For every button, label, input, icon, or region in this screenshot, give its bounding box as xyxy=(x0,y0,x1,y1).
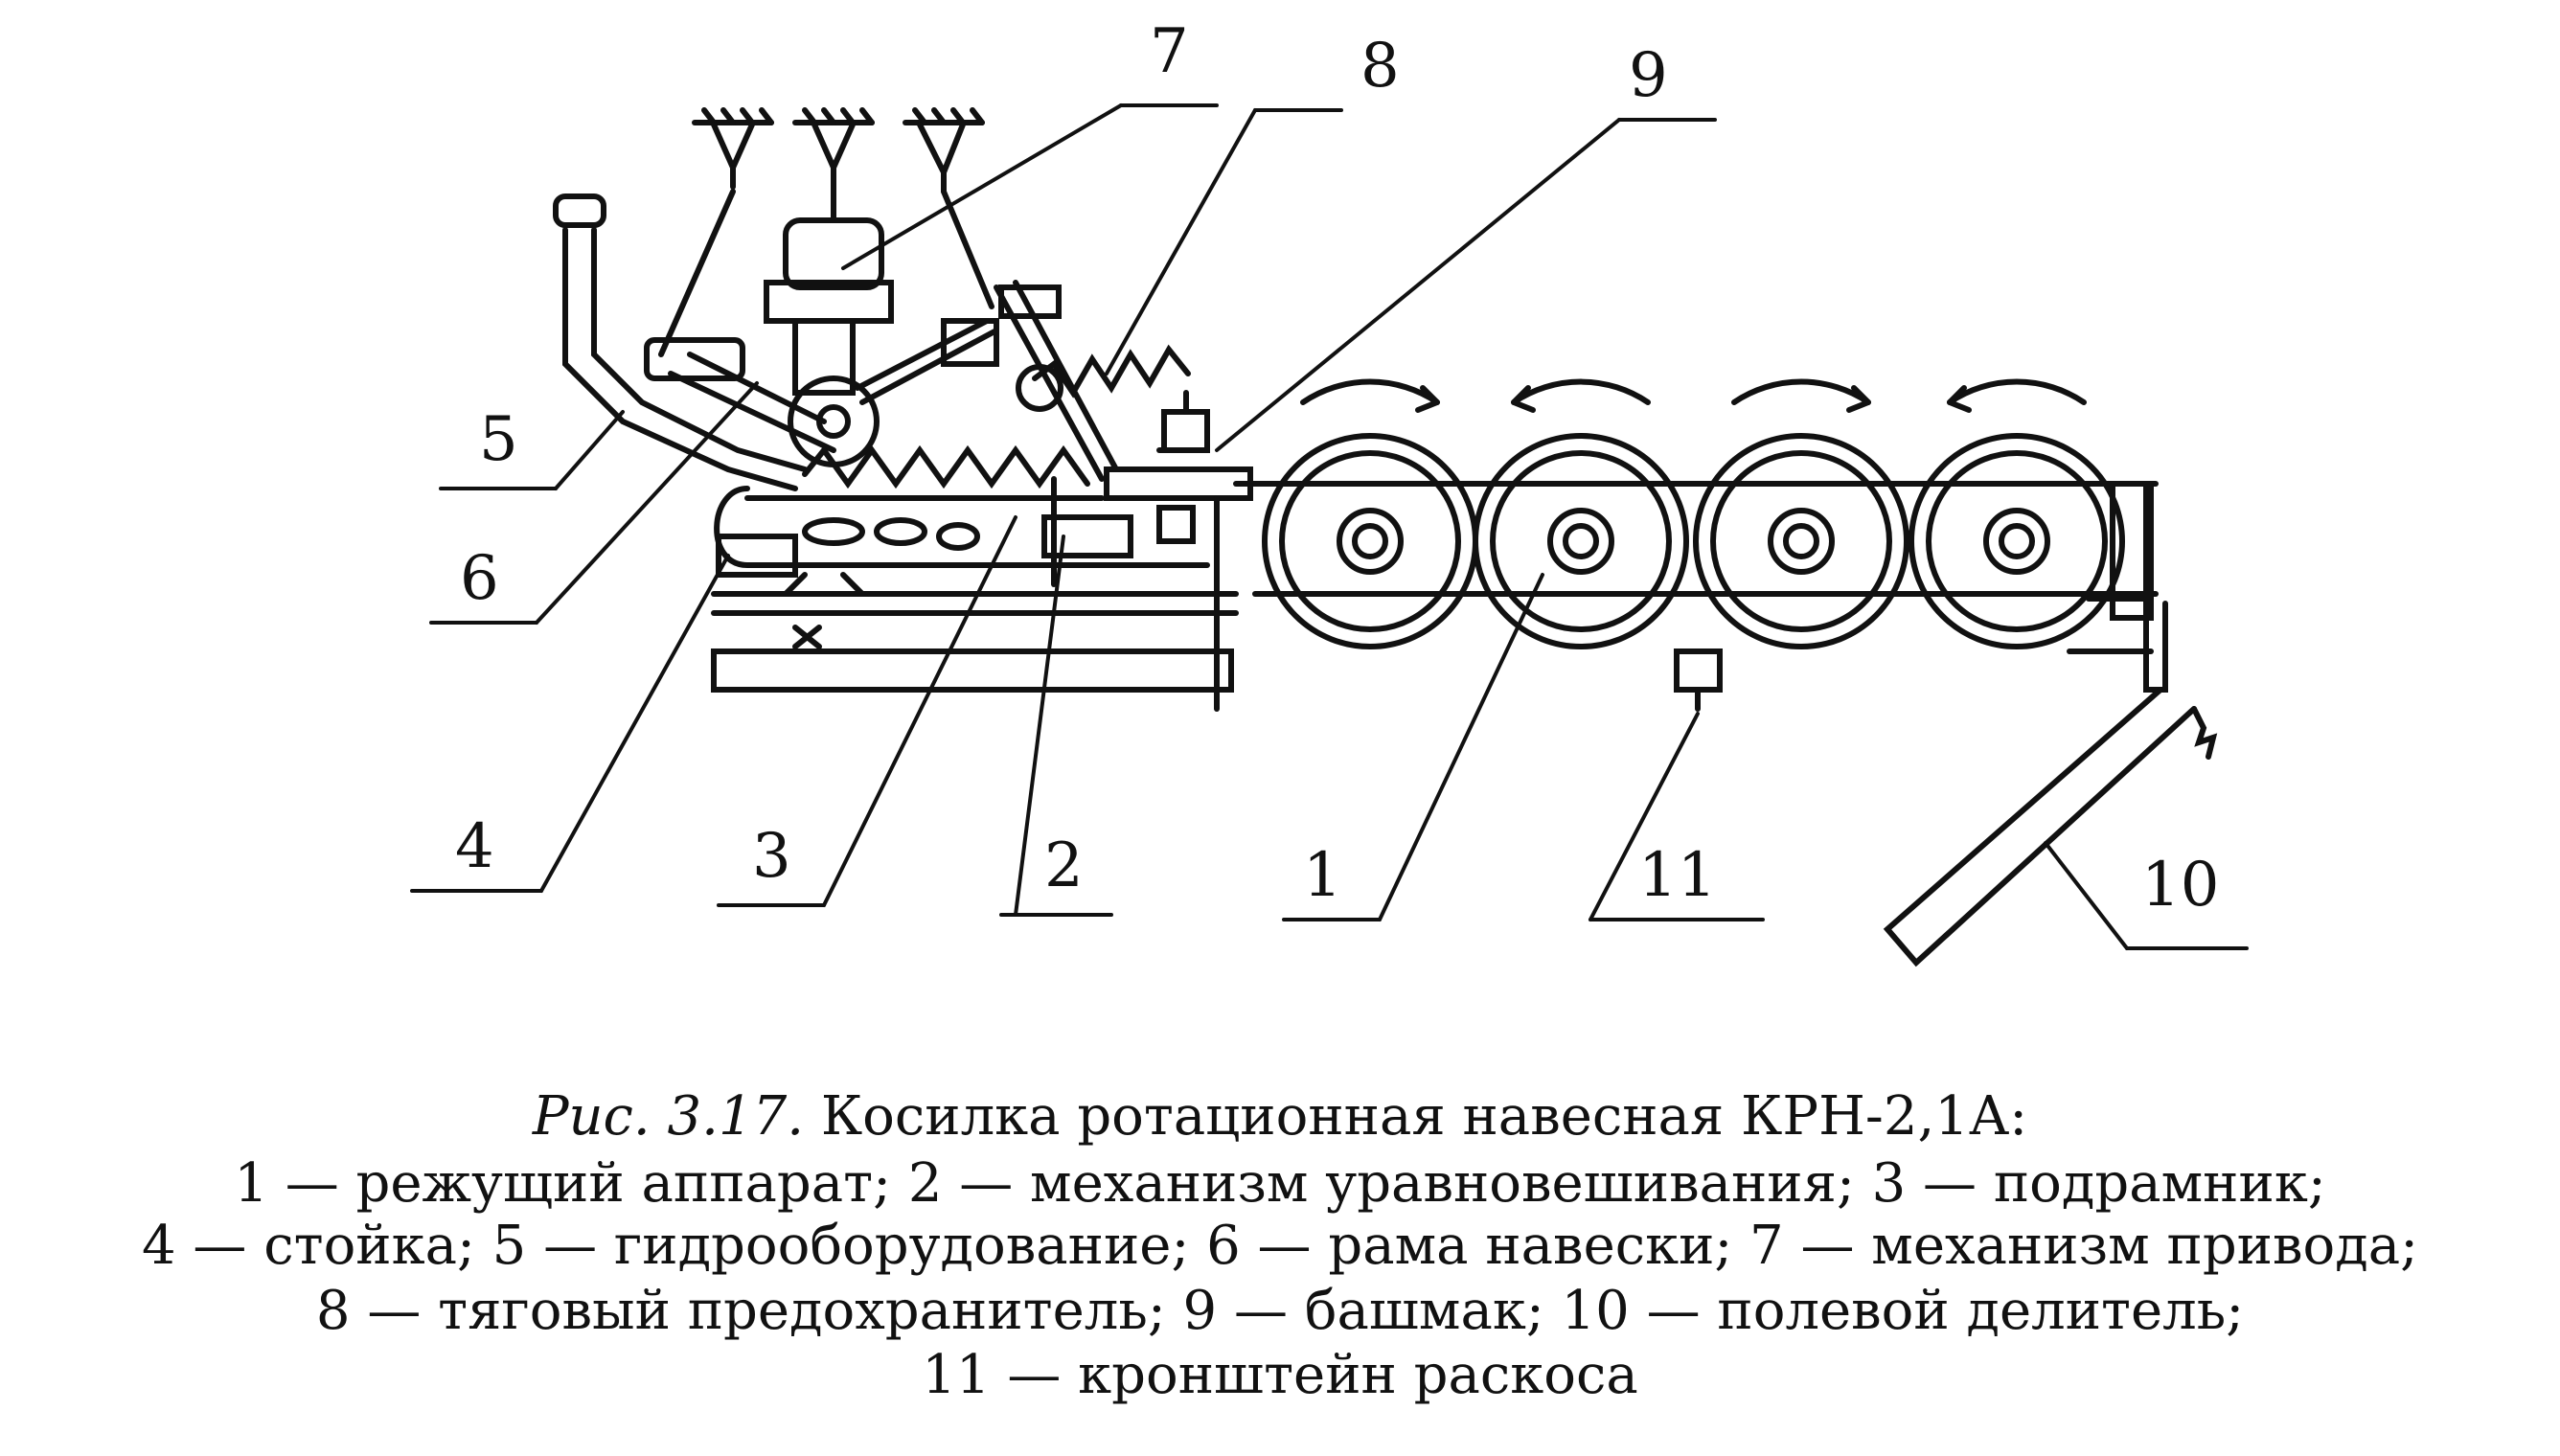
callout-11: 11 xyxy=(1638,840,1716,911)
callout-1: 1 xyxy=(1303,840,1342,911)
balance-spring xyxy=(744,444,1105,501)
subframe xyxy=(711,390,1287,712)
cutting-discs xyxy=(1252,378,2159,712)
callout-8: 8 xyxy=(1360,31,1400,102)
callout-4: 4 xyxy=(455,811,494,882)
figure-caption-title: Рис. 3.17. Косилка ротационная навесная … xyxy=(0,1087,2560,1147)
callout-labels: 1 2 3 4 5 6 7 8 9 10 11 xyxy=(455,16,2219,921)
hydraulic-pipe xyxy=(553,193,808,491)
hitch-frame xyxy=(644,318,999,467)
callout-7: 7 xyxy=(1150,16,1189,87)
hitch-mounts xyxy=(692,107,985,223)
mower-diagram: 1 2 3 4 5 6 7 8 9 10 11 xyxy=(410,16,2249,967)
callout-6: 6 xyxy=(460,543,499,614)
figure-title: Косилка ротационная навесная КРН-2,1А: xyxy=(820,1085,2028,1148)
callout-5: 5 xyxy=(479,404,518,475)
callout-9: 9 xyxy=(1629,40,1668,111)
callout-3: 3 xyxy=(752,821,791,892)
callout-2: 2 xyxy=(1044,830,1084,901)
legend-line-4: 11 — кронштейн раскоса xyxy=(922,1344,1638,1406)
field-divider xyxy=(1883,596,2218,967)
drive-mechanism xyxy=(994,280,1191,482)
leader-lines xyxy=(410,103,2249,950)
figure-ref: Рис. 3.17. xyxy=(532,1085,805,1148)
legend-line-2: 4 — стойка; 5 — гидрооборудование; 6 — р… xyxy=(142,1215,2418,1277)
legend-line-1: 1 — режущий аппарат; 2 — механизм уравно… xyxy=(234,1152,2326,1215)
hitch-links xyxy=(658,189,994,396)
legend-line-3: 8 — тяговый предохранитель; 9 — башмак; … xyxy=(315,1280,2245,1342)
callout-10: 10 xyxy=(2141,850,2219,921)
